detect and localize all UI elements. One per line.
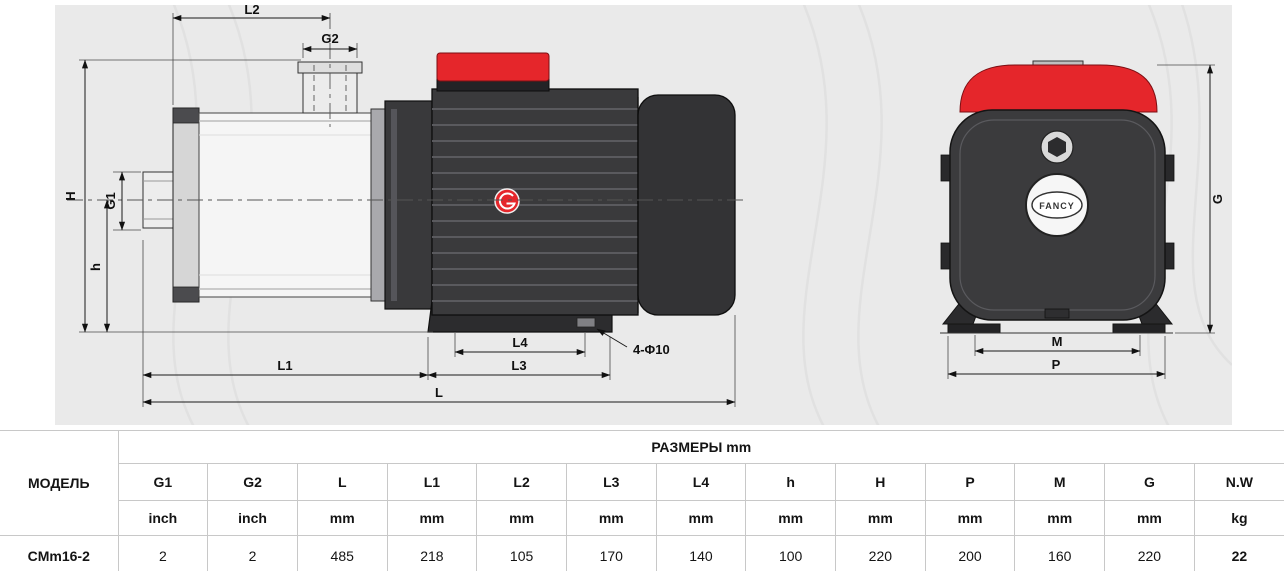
dim-label-l2: L2 <box>244 5 259 17</box>
table-header-row: МОДЕЛЬ РАЗМЕРЫ mm <box>0 430 1284 536</box>
dimensions-table: МОДЕЛЬ РАЗМЕРЫ mm G1 G2 L L1 L2 L3 L4 h … <box>0 430 1284 571</box>
col-label-g2: G2 <box>207 463 298 501</box>
dim-label-l1: L1 <box>277 358 292 373</box>
front-view-dimensions: G M P <box>947 64 1225 379</box>
col-unit-nw: kg <box>1193 500 1284 536</box>
value-l3: 170 <box>565 535 657 571</box>
model-data-row: CMm16-2 2 2 485 218 105 170 140 100 220 … <box>0 535 1284 571</box>
value-m: 160 <box>1014 535 1106 571</box>
col-label-g1: G1 <box>118 463 209 501</box>
value-nw: 22 <box>1193 535 1284 571</box>
value-l: 485 <box>296 535 388 571</box>
value-l4: 140 <box>655 535 747 571</box>
col-unit-l1: mm <box>386 500 478 536</box>
pump-dimension-drawing: L2 G2 H h G1 L1 L3 L4 L 4-Φ10 <box>63 0 1233 446</box>
col-unit-l2: mm <box>476 500 567 536</box>
col-label-g: G <box>1104 463 1195 501</box>
motor-fins <box>432 108 638 302</box>
dim-label-small-h: h <box>88 263 103 271</box>
model-value: CMm16-2 <box>0 535 119 571</box>
col-unit-h: mm <box>745 500 836 536</box>
col-unit-g: mm <box>1104 500 1195 536</box>
value-l1: 218 <box>386 535 478 571</box>
col-label-nw: N.W <box>1193 463 1284 501</box>
dim-label-p: P <box>1052 357 1061 372</box>
value-l2: 105 <box>476 535 567 571</box>
dim-label-m: M <box>1052 334 1063 349</box>
hex-plug-icon <box>1040 130 1074 164</box>
front-red-cap <box>959 64 1158 113</box>
col-label-l4: L4 <box>655 463 747 501</box>
side-view-dimensions: L2 G2 H h G1 L1 L3 L4 L 4-Φ10 <box>63 2 736 407</box>
left-foot-pad <box>947 323 1001 334</box>
dim-label-l: L <box>435 385 443 400</box>
brand-name-text: FANCY <box>1039 201 1075 211</box>
col-label-p: P <box>924 463 1016 501</box>
col-label-big-h: H <box>835 463 926 501</box>
col-label-l1: L1 <box>386 463 478 501</box>
value-big-h: 220 <box>835 535 926 571</box>
units-row: inch inch mm mm mm mm mm mm mm mm mm mm … <box>0 500 1284 536</box>
col-label-l2: L2 <box>476 463 567 501</box>
pump-brand-logo-icon <box>494 188 520 214</box>
col-label-h: h <box>745 463 836 501</box>
col-label-m: M <box>1014 463 1106 501</box>
right-foot-pad <box>1112 323 1166 334</box>
col-unit-g1: inch <box>118 500 209 536</box>
col-unit-l: mm <box>296 500 388 536</box>
value-h: 100 <box>745 535 836 571</box>
col-unit-p: mm <box>924 500 1016 536</box>
value-g2: 2 <box>207 535 298 571</box>
dim-label-big-h: H <box>63 191 78 200</box>
col-unit-g2: inch <box>207 500 298 536</box>
model-column-header: МОДЕЛЬ <box>0 430 119 536</box>
brand-badge: FANCY <box>1025 173 1089 237</box>
motor-body <box>431 88 639 316</box>
dim-label-g2: G2 <box>321 31 338 46</box>
fan-cover <box>637 94 736 316</box>
pump-front-view: FANCY <box>940 60 1175 334</box>
foot-bolt-slot <box>576 317 596 328</box>
dim-label-g: G <box>1210 194 1225 204</box>
col-label-l: L <box>296 463 388 501</box>
value-g: 220 <box>1104 535 1195 571</box>
dim-label-g1: G1 <box>103 192 118 209</box>
column-labels-row: G1 G2 L L1 L2 L3 L4 h H P M G N.W <box>0 463 1284 501</box>
diagram-panel: L2 G2 H h G1 L1 L3 L4 L 4-Φ10 <box>55 0 1233 446</box>
col-unit-l4: mm <box>655 500 747 536</box>
col-unit-m: mm <box>1014 500 1106 536</box>
col-unit-big-h: mm <box>835 500 926 536</box>
value-p: 200 <box>924 535 1016 571</box>
value-g1: 2 <box>117 535 209 571</box>
terminal-box-cover <box>436 52 550 82</box>
col-unit-l3: mm <box>565 500 657 536</box>
col-label-l3: L3 <box>565 463 657 501</box>
dim-label-l3: L3 <box>511 358 526 373</box>
dimensions-group-header: РАЗМЕРЫ mm <box>117 430 1284 464</box>
dim-label-bolt-holes: 4-Φ10 <box>633 342 670 357</box>
dim-label-l4: L4 <box>512 335 528 350</box>
pump-side-view <box>142 52 736 333</box>
